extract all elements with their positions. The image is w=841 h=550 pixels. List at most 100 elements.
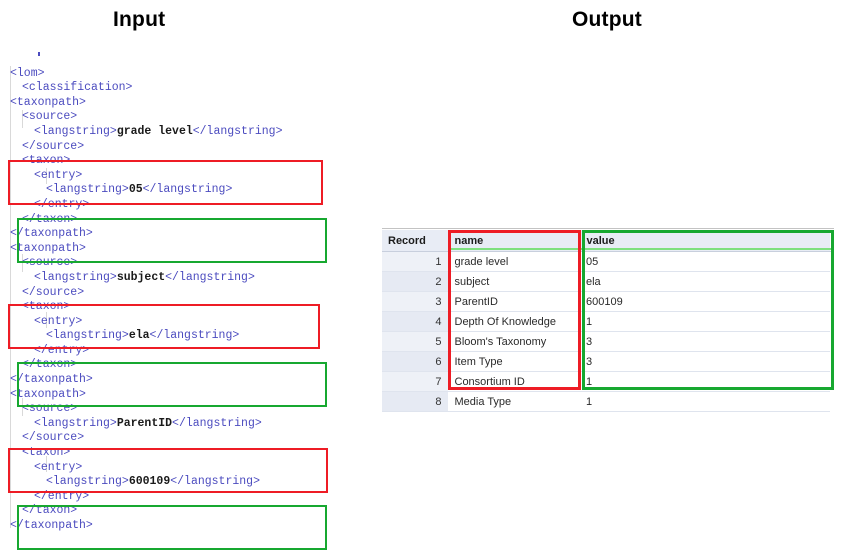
indent-guide bbox=[10, 66, 11, 528]
cursor-dot-icon bbox=[38, 52, 40, 56]
xml-code-block: <lom><classification><taxonpath><source>… bbox=[0, 52, 340, 534]
cell-value[interactable]: 3 bbox=[580, 331, 830, 352]
xml-tag: </source> bbox=[22, 431, 85, 445]
cell-record-number[interactable]: 6 bbox=[382, 351, 449, 372]
xml-tag: <source> bbox=[22, 110, 78, 124]
xml-tag: </taxon> bbox=[22, 358, 78, 372]
cell-name[interactable]: Media Type bbox=[448, 391, 580, 412]
xml-tag: </taxonpath> bbox=[10, 519, 93, 532]
xml-tag: </langstring> bbox=[172, 416, 262, 430]
xml-code-line: <langstring>600109</langstring> bbox=[0, 475, 340, 490]
xml-tag: <source> bbox=[22, 256, 78, 270]
xml-tag: <taxon> bbox=[22, 300, 71, 314]
xml-tag: </entry> bbox=[34, 489, 90, 503]
cell-value[interactable]: 3 bbox=[580, 351, 830, 372]
xml-tag: <langstring> bbox=[34, 124, 117, 138]
cell-name[interactable]: grade level bbox=[448, 251, 580, 272]
column-header-name[interactable]: name bbox=[448, 230, 581, 252]
xml-code-line: <langstring>ela</langstring> bbox=[0, 329, 340, 344]
cell-value[interactable]: ela bbox=[580, 271, 830, 292]
xml-code-line: </source> bbox=[0, 286, 340, 301]
xml-tag: <langstring> bbox=[46, 475, 129, 489]
cell-record-number[interactable]: 7 bbox=[382, 371, 449, 392]
cell-record-number[interactable]: 2 bbox=[382, 271, 449, 292]
xml-code-line: </entry> bbox=[0, 344, 340, 359]
column-header-value[interactable]: value bbox=[580, 230, 831, 252]
xml-code-line: <classification> bbox=[0, 81, 340, 96]
xml-tag: <classification> bbox=[22, 81, 133, 95]
xml-tag: <entry> bbox=[34, 460, 83, 474]
cell-name[interactable]: Consortium ID bbox=[448, 371, 580, 392]
xml-tag: <langstring> bbox=[46, 183, 129, 197]
cell-name[interactable]: Item Type bbox=[448, 351, 580, 372]
table-top-rule bbox=[382, 228, 834, 229]
cell-record-number[interactable]: 8 bbox=[382, 391, 449, 412]
cell-value[interactable]: 1 bbox=[580, 391, 830, 412]
cell-value[interactable]: 1 bbox=[580, 311, 830, 332]
xml-tag: <langstring> bbox=[34, 270, 117, 284]
xml-tag: <taxonpath> bbox=[10, 241, 86, 255]
xml-code-line: </entry> bbox=[0, 490, 340, 505]
xml-tag: </taxon> bbox=[22, 212, 78, 226]
xml-tag: <entry> bbox=[34, 314, 83, 328]
xml-code-line: </entry> bbox=[0, 198, 340, 213]
cell-value[interactable]: 600109 bbox=[580, 291, 830, 312]
xml-code-line: <taxonpath> bbox=[0, 96, 340, 111]
cell-record-number[interactable]: 5 bbox=[382, 331, 449, 352]
xml-code-line: </taxonpath> bbox=[0, 227, 340, 242]
cell-value[interactable]: 05 bbox=[580, 251, 830, 272]
cell-name[interactable]: subject bbox=[448, 271, 580, 292]
xml-code-line: </taxon> bbox=[0, 504, 340, 519]
cell-record-number[interactable]: 3 bbox=[382, 291, 449, 312]
xml-code-line: </taxon> bbox=[0, 213, 340, 228]
xml-tag: <taxon> bbox=[22, 446, 71, 460]
cell-name[interactable]: Depth Of Knowledge bbox=[448, 311, 580, 332]
xml-tag: </entry> bbox=[34, 197, 90, 211]
xml-tag: </entry> bbox=[34, 343, 90, 357]
xml-tag: </taxonpath> bbox=[10, 227, 93, 241]
xml-code-line: </taxon> bbox=[0, 358, 340, 373]
xml-code-line: <entry> bbox=[0, 315, 340, 330]
xml-tag: <taxonpath> bbox=[10, 387, 86, 401]
xml-tag: </langstring> bbox=[170, 475, 260, 489]
xml-tag: <source> bbox=[22, 402, 78, 416]
xml-tag: </langstring> bbox=[192, 124, 283, 138]
page-title-input: Input bbox=[113, 8, 166, 31]
cell-value[interactable]: 1 bbox=[580, 371, 830, 392]
cell-name[interactable]: ParentID bbox=[448, 291, 580, 312]
xml-source-panel: <lom><classification><taxonpath><source>… bbox=[0, 52, 340, 550]
xml-tag: </source> bbox=[22, 139, 85, 153]
xml-code-line: <taxon> bbox=[0, 300, 340, 315]
indent-guide bbox=[22, 254, 23, 272]
xml-tag: </langstring> bbox=[165, 270, 255, 284]
xml-text-value: grade level bbox=[116, 124, 193, 138]
cell-record-number[interactable]: 4 bbox=[382, 311, 449, 332]
column-header-record[interactable]: Record bbox=[382, 230, 449, 252]
xml-tag: <lom> bbox=[10, 66, 45, 80]
indent-guide bbox=[46, 168, 47, 184]
xml-code-line: <taxonpath> bbox=[0, 388, 340, 403]
xml-code-line: <langstring>subject</langstring> bbox=[0, 271, 340, 286]
xml-code-line: </taxonpath> bbox=[0, 373, 340, 388]
xml-code-line: <source> bbox=[0, 110, 340, 125]
xml-tag: </source> bbox=[22, 285, 85, 299]
xml-code-line: <taxonpath> bbox=[0, 242, 340, 257]
xml-code-line: <langstring>05</langstring> bbox=[0, 183, 340, 198]
cell-name[interactable]: Bloom's Taxonomy bbox=[448, 331, 580, 352]
xml-text-value: ParentID bbox=[116, 416, 173, 430]
cell-record-number[interactable]: 1 bbox=[382, 251, 449, 272]
xml-tag: </taxon> bbox=[22, 504, 78, 518]
xml-code-line: <entry> bbox=[0, 169, 340, 184]
xml-code-line: <source> bbox=[0, 402, 340, 417]
indent-guide bbox=[46, 312, 47, 328]
